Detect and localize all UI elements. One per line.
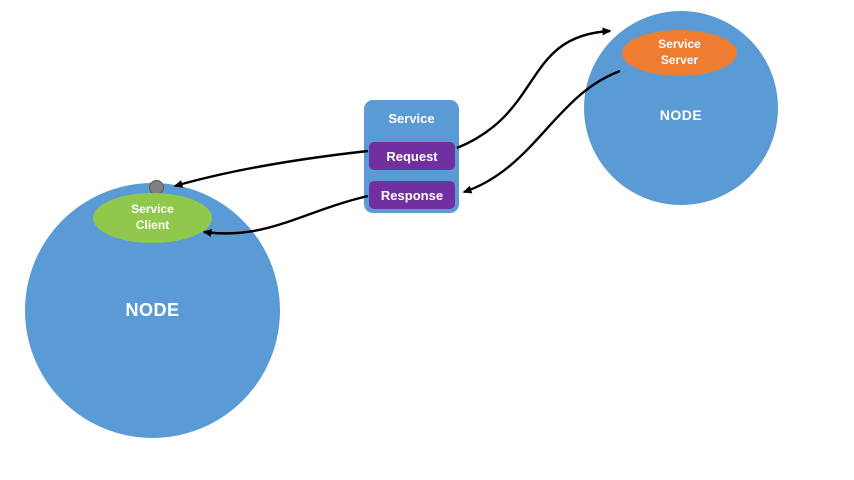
service-client-label: Service Client <box>131 202 174 232</box>
response-box: Response <box>369 181 455 209</box>
service-client-ellipse: Service Client <box>93 193 212 243</box>
right-node-label: NODE <box>659 107 703 123</box>
arrow-request-to-client <box>173 149 369 188</box>
service-title: Service <box>388 111 435 126</box>
response-label: Response <box>380 187 444 203</box>
service-server-label: Service Server <box>658 37 701 67</box>
service-server-ellipse: Service Server <box>622 30 737 76</box>
request-label: Request <box>386 148 438 164</box>
left-node-label: NODE <box>125 300 180 320</box>
request-box: Request <box>369 142 455 170</box>
